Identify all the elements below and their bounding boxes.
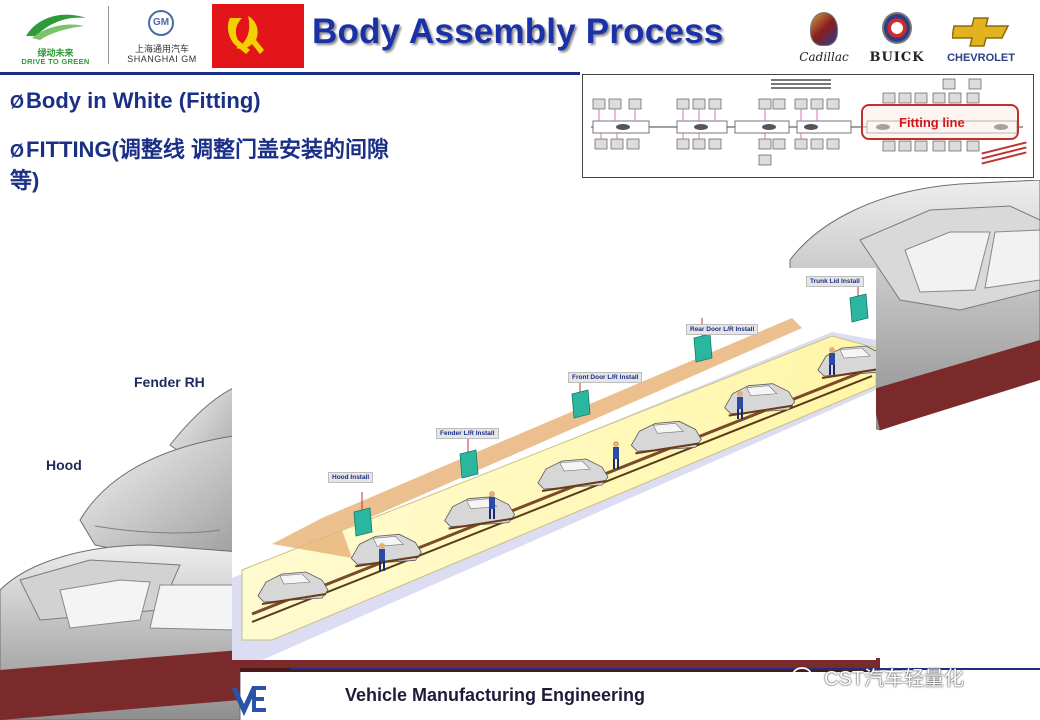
drive-to-green-en: DRIVE TO GREEN <box>21 57 90 66</box>
station-rear-door-install: Rear Door L/R Install <box>686 324 759 335</box>
bullet-body-in-white: ØBody in White (Fitting) <box>10 86 261 117</box>
cadillac-crest-icon <box>810 12 838 46</box>
conveyor-car-bodies <box>257 345 876 605</box>
station-trunk-lid-install: Trunk Lid Install <box>806 276 864 287</box>
header-rule <box>0 72 580 75</box>
buick-name: BUICK <box>869 50 925 65</box>
car-body-bottom-left <box>0 544 241 720</box>
hood-part <box>79 434 241 556</box>
car-body-on-line <box>537 458 609 492</box>
plant-layout-diagram: Fitting line <box>582 74 1034 178</box>
station-front-door-install: Front Door L/R Install <box>568 372 643 383</box>
bullet-arrow-icon: Ø <box>10 141 25 161</box>
bullet-fitting: ØFITTING(调整线 调整门盖安装的间隙等) <box>10 135 410 196</box>
station-fender-install: Fender L/R Install <box>436 428 499 439</box>
buick-logo: BUICK <box>862 10 932 68</box>
shanghai-gm-logo: GM 上海通用汽车 SHANGHAI GM <box>116 6 208 66</box>
party-flag-icon <box>212 4 304 68</box>
buick-crest-icon <box>882 12 912 44</box>
layout-note-scribble <box>981 141 1027 167</box>
flow-direction-arrow <box>272 318 802 558</box>
operator-figure <box>379 543 385 571</box>
hanging-panel <box>459 434 479 479</box>
car-body-on-line <box>257 571 329 605</box>
shanghai-gm-cn: 上海通用汽车 <box>134 44 189 54</box>
slide-title: Body Assembly Process <box>312 12 724 51</box>
layout-caption <box>771 79 831 89</box>
green-car-icon <box>26 14 86 40</box>
chevrolet-name: CHEVROLET <box>947 52 1015 64</box>
watermark-text: CST汽车轻量化 <box>824 668 964 690</box>
chevrolet-logo: CHEVROLET <box>938 12 1024 68</box>
drive-to-green-logo: 绿动未来 DRIVE TO GREEN <box>8 6 103 66</box>
gm-badge-icon: GM <box>148 10 174 36</box>
footer-rule <box>290 668 1040 670</box>
logo-divider <box>108 6 109 64</box>
footer-title: Vehicle Manufacturing Engineering <box>345 685 646 705</box>
chevrolet-bowtie-icon <box>952 17 1010 47</box>
hanging-panel <box>353 492 373 537</box>
body-in-white-photo <box>0 179 1040 720</box>
bullet-arrow-icon: Ø <box>10 92 25 112</box>
watermark: CST汽车轻量化 <box>792 662 964 690</box>
line-operators <box>379 347 835 571</box>
operator-figure <box>489 491 495 519</box>
fender-rh-label: Fender RH <box>134 374 205 390</box>
station-hood-install: Hood Install <box>328 472 374 483</box>
operator-figure <box>737 391 743 419</box>
slide-header: 绿动未来 DRIVE TO GREEN GM 上海通用汽车 SHANGHAI G… <box>0 0 1040 72</box>
ve-logo-icon <box>231 682 270 717</box>
bullet-text: FITTING(调整线 调整门盖安装的间隙等) <box>10 137 389 193</box>
operator-figure <box>829 347 835 375</box>
fitting-line-label: Fitting line <box>899 115 965 130</box>
wechat-icon <box>792 666 818 694</box>
cadillac-logo: Cadillac <box>792 10 856 68</box>
cadillac-name: Cadillac <box>799 50 849 64</box>
fitting-line-callout: Fitting line <box>861 104 1019 140</box>
car-body-on-line <box>630 420 702 455</box>
hood-label: Hood <box>46 457 82 473</box>
bullet-text: Body in White (Fitting) <box>26 88 261 113</box>
car-body-on-line <box>350 533 422 568</box>
hanging-panels <box>353 278 869 537</box>
drive-to-green-cn: 绿动未来 <box>37 48 74 58</box>
operator-figure <box>613 441 619 469</box>
car-body-on-line <box>444 496 516 530</box>
shanghai-gm-en: SHANGHAI GM <box>127 54 197 64</box>
fitting-line-3d-view: Hood Install Fender L/R Install Front Do… <box>232 268 876 660</box>
